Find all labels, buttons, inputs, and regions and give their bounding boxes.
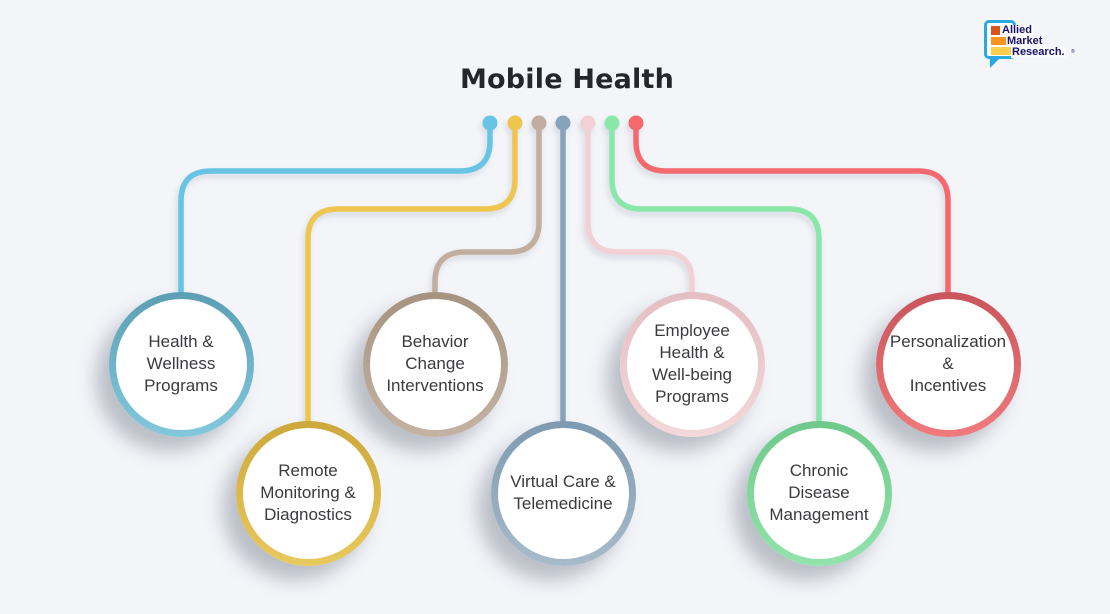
connector-dot-employee-health-wellbeing-programs — [580, 115, 596, 131]
node-label-line: Change — [405, 353, 465, 373]
connector-chronic-disease-management — [609, 123, 822, 425]
node-label-line: Behavior — [401, 331, 469, 351]
node-label-line: Well-being — [651, 365, 732, 384]
node-label-line: Health & — [148, 331, 214, 351]
connector-dot-health-wellness-programs — [482, 115, 498, 131]
node-circle-personalization-incentives: Personalization& Incentives — [875, 291, 1021, 437]
node-label-line: Wellness — [146, 353, 216, 373]
node-circle-inner: Virtual Care & Telemedicine — [497, 427, 629, 559]
node-label-line: Diagnostics — [264, 505, 352, 525]
node-label-line: Programs — [144, 376, 218, 396]
node-label-line: Programs — [655, 387, 729, 407]
node-label-line: Monitoring & — [260, 482, 356, 502]
logo-text-research: Research. — [1011, 46, 1066, 58]
logo-bar-icon — [991, 47, 1012, 55]
node-label-line: Management — [769, 505, 869, 525]
logo-bar-icon — [991, 26, 1000, 35]
node-label-personalization-incentives: Personalization& Incentives — [890, 331, 1006, 397]
node-label-line: Remote — [278, 460, 338, 480]
connector-dot-behavior-change-interventions — [531, 115, 547, 131]
connector-remote-monitoring-diagnostics — [305, 123, 518, 425]
node-label-line: Personalization — [889, 331, 1007, 351]
node-label-line: Health & — [659, 342, 725, 362]
node-label-line: & — [942, 353, 954, 373]
logo-bar-icon — [991, 37, 1006, 45]
node-label-line: Virtual Care & — [510, 471, 616, 491]
logo-text-market: Market — [1006, 35, 1044, 47]
connector-dot-virtual-care-telemedicine — [555, 115, 571, 131]
node-label-line: Employee — [654, 320, 730, 340]
connector-dot-personalization-incentives — [628, 115, 644, 131]
node-label-line: Telemedicine — [513, 494, 613, 513]
logo-bubble-tail-icon — [990, 57, 1001, 68]
logo-text-allied: Allied — [1001, 24, 1033, 36]
connector-dot-remote-monitoring-diagnostics — [507, 115, 523, 131]
connector-employee-health-wellbeing-programs — [585, 123, 695, 296]
page-title: Mobile Health — [459, 64, 675, 95]
node-label-line: Disease — [788, 482, 850, 502]
node-label-line: Incentives — [909, 376, 987, 396]
connector-dot-chronic-disease-management — [604, 115, 620, 131]
node-label-line: Interventions — [386, 376, 484, 396]
node-circle-virtual-care-telemedicine: Virtual Care & Telemedicine — [490, 420, 636, 566]
node-label-virtual-care-telemedicine: Virtual Care & Telemedicine — [510, 471, 616, 515]
connector-personalization-incentives — [633, 123, 951, 296]
logo-registered-mark: ® — [1071, 49, 1075, 55]
node-label-line: Chronic — [789, 460, 849, 480]
node-circle-inner: Personalization& Incentives — [882, 298, 1014, 430]
connector-behavior-change-interventions — [432, 123, 542, 296]
amr-logo: Allied Market Research. ® — [984, 18, 1079, 74]
connector-health-wellness-programs — [178, 123, 493, 296]
